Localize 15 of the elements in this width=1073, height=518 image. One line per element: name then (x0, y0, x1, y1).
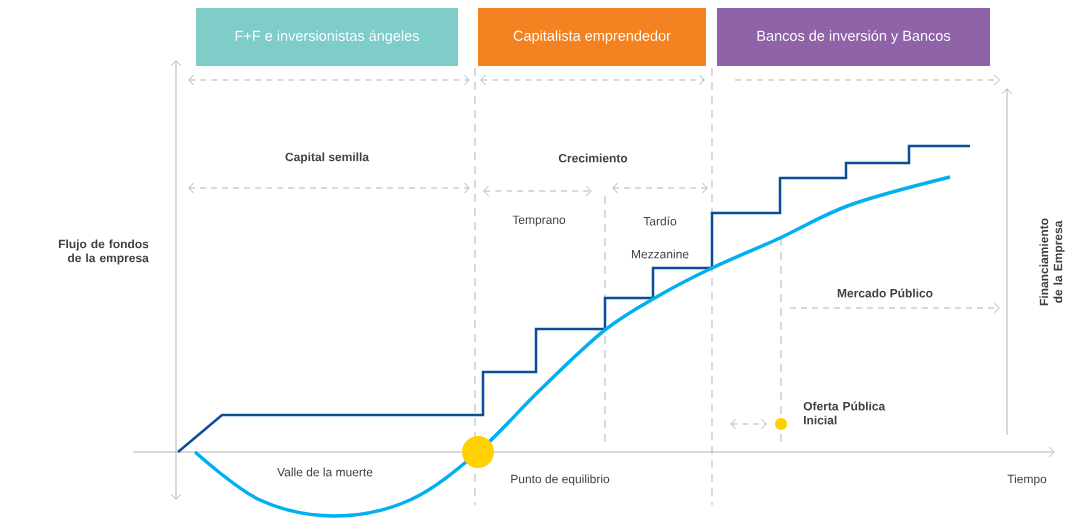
substage-label: Mezzanine (632, 249, 689, 259)
stage-label: Crecimiento (558, 153, 628, 163)
stage-header-box: Bancos de inversión y Bancos (717, 8, 990, 66)
axis-label: Tiempo (1007, 474, 1047, 486)
substage-label: Tardío (643, 216, 677, 226)
stage-label: Capital semilla (285, 152, 370, 164)
region-label: Valle de la muerte (277, 467, 373, 477)
stage-label: Mercado Público (837, 288, 933, 298)
axis-label: Financiamiento de la Empresa (1039, 218, 1065, 306)
stage-header-box: F+F e inversionistas ángeles (196, 8, 458, 66)
event-label: Oferta Pública Inicial (803, 401, 886, 425)
point-label: Punto de equilibrio (511, 474, 610, 486)
axis-label: Flujo de fondos de la empresa (58, 239, 149, 265)
stage-header-box: Capitalista emprendedor (478, 8, 706, 66)
substage-label: Temprano (512, 215, 566, 227)
